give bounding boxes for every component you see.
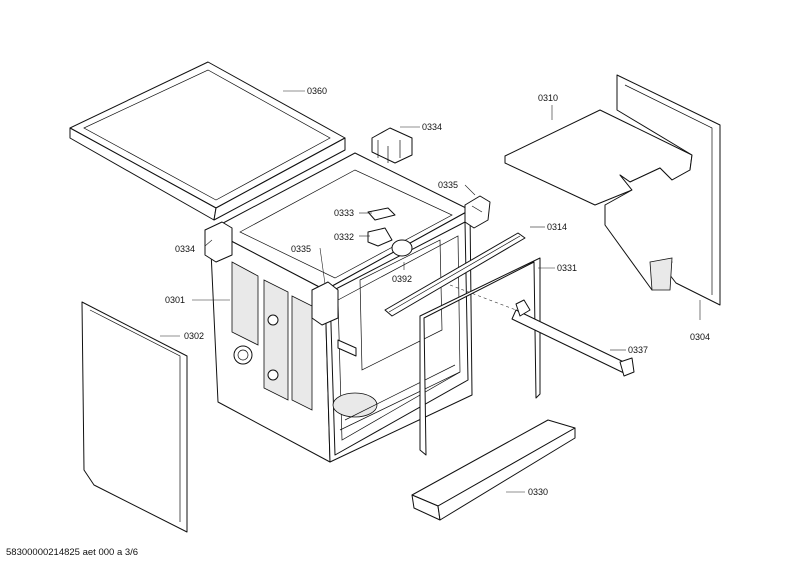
- plinth-0330-part: [411, 419, 576, 521]
- bracket-0335-left-part: [311, 281, 339, 326]
- label-0332: 0332: [334, 232, 354, 242]
- rail-0314-part: [384, 232, 526, 317]
- worktop-cover-part: [69, 61, 346, 221]
- insulation-0304-part: [604, 74, 721, 306]
- tub-frame-part: [209, 152, 473, 463]
- label-0334-top: 0334: [422, 122, 442, 132]
- label-0333: 0333: [334, 208, 354, 218]
- part-labels: 0360 0334 0310 0335 0333 0332 0334 0335 …: [165, 86, 710, 497]
- label-0302: 0302: [184, 331, 204, 341]
- label-0360: 0360: [307, 86, 327, 96]
- side-panel-0302-part: [81, 301, 188, 533]
- label-0337: 0337: [628, 345, 648, 355]
- label-0392: 0392: [392, 274, 412, 284]
- label-0331: 0331: [557, 263, 577, 273]
- label-0334-left: 0334: [175, 244, 195, 254]
- label-0335-right: 0335: [438, 180, 458, 190]
- label-0301: 0301: [165, 295, 185, 305]
- bracket-0334-top-part: [371, 127, 413, 164]
- label-0314: 0314: [547, 222, 567, 232]
- small-parts-0333-0332: [367, 207, 396, 247]
- bracket-0334-left-part: [204, 221, 233, 263]
- runner-0337-part: [449, 284, 635, 377]
- label-0330: 0330: [528, 487, 548, 497]
- leader-lines: [160, 90, 701, 493]
- label-0304: 0304: [690, 332, 710, 342]
- label-0310: 0310: [538, 93, 558, 103]
- label-0335-left: 0335: [291, 244, 311, 254]
- door-seal-0331-part: [419, 257, 541, 456]
- bracket-0335-right-part: [464, 195, 491, 229]
- document-footer: 58300000214825 aet 000 a 3/6: [6, 547, 139, 558]
